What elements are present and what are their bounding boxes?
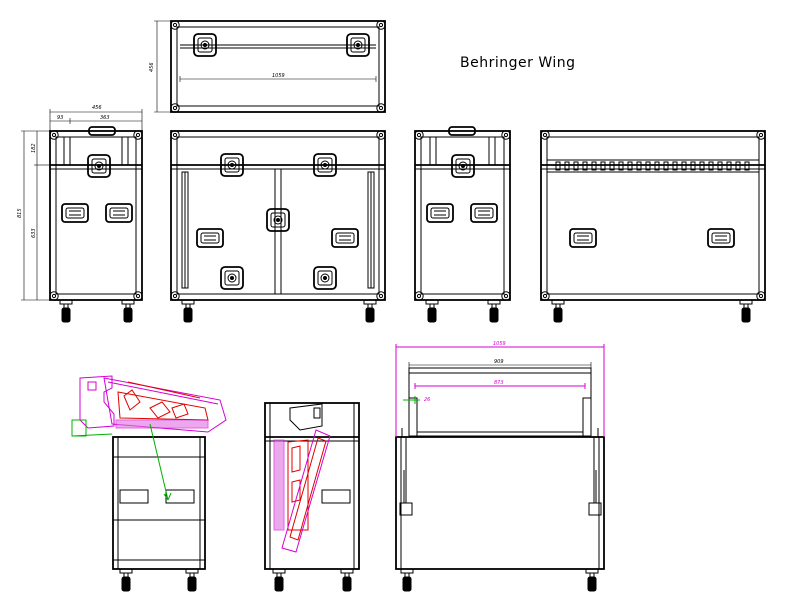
rail-slot	[717, 161, 723, 171]
storage-position-view	[264, 402, 360, 592]
rail-slot	[708, 161, 714, 171]
rail-slot	[591, 161, 597, 171]
dim-open-small: 26	[424, 397, 430, 403]
side-view-left: 456 93 363 815 182 633	[17, 105, 143, 323]
rail-slot	[735, 161, 741, 171]
dim-top-width: 1059	[272, 73, 285, 79]
dim-open-inner: 909	[494, 359, 504, 365]
drawing-title: Behringer Wing	[460, 55, 576, 71]
rail-slot	[663, 161, 669, 171]
dim-side-seg-a: 93	[57, 115, 63, 121]
rail-slot	[564, 161, 570, 171]
rail-slot	[627, 161, 633, 171]
dim-side-height-lower: 633	[31, 228, 37, 238]
side-view-right	[414, 126, 511, 323]
dim-side-seg-b: 363	[100, 115, 110, 121]
rail-slot	[699, 161, 705, 171]
back-view	[540, 130, 766, 323]
front-view	[170, 130, 386, 323]
dim-side-depth: 456	[92, 105, 102, 111]
rail-slot	[555, 161, 561, 171]
rail-slot	[636, 161, 642, 171]
rail-slot	[609, 161, 615, 171]
rail-slot	[654, 161, 660, 171]
rail-slot	[681, 161, 687, 171]
dim-open-mixer: 873	[494, 380, 504, 386]
rail-slot	[726, 161, 732, 171]
rail-slot	[744, 161, 750, 171]
rail-slot	[645, 161, 651, 171]
rail-slot	[672, 161, 678, 171]
open-front-view: 1059 909 873 26	[395, 341, 605, 592]
dim-open-total: 1059	[493, 341, 506, 347]
rail-slot	[582, 161, 588, 171]
open-case-side-view	[71, 375, 227, 592]
rail-slot	[573, 161, 579, 171]
rail-slot	[600, 161, 606, 171]
top-view: 1059 456	[149, 20, 386, 113]
rail-slot	[690, 161, 696, 171]
dim-side-height-total: 815	[17, 208, 23, 218]
dim-top-depth: 456	[149, 62, 155, 72]
rail-slot	[618, 161, 624, 171]
dim-side-height-upper: 182	[31, 143, 37, 153]
